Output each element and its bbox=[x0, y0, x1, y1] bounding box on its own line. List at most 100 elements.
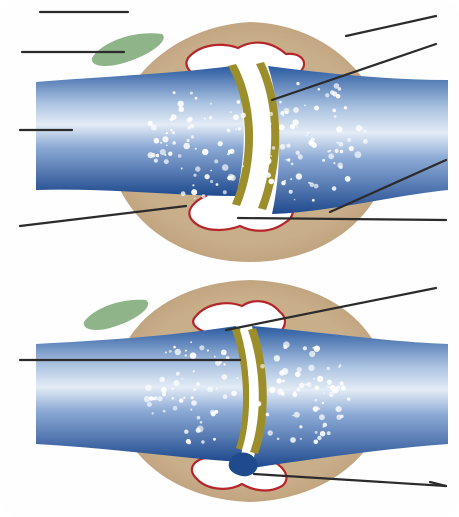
marrow-speck bbox=[337, 142, 339, 144]
lower-right-bone bbox=[252, 326, 448, 468]
marrow-speck bbox=[173, 91, 176, 94]
marrow-speck bbox=[192, 184, 194, 186]
marrow-speck bbox=[236, 377, 238, 379]
lower-joint-panel bbox=[20, 280, 448, 502]
marrow-speck bbox=[317, 376, 323, 382]
marrow-speck bbox=[313, 378, 315, 380]
marrow-speck bbox=[250, 379, 253, 382]
marrow-speck bbox=[269, 123, 271, 125]
marrow-speck bbox=[327, 380, 332, 385]
marrow-speck bbox=[156, 154, 159, 157]
marrow-speck bbox=[315, 431, 318, 434]
marrow-speck bbox=[210, 410, 215, 415]
marrow-speck bbox=[181, 191, 186, 196]
marrow-speck bbox=[277, 378, 282, 383]
marrow-speck bbox=[269, 387, 275, 393]
marrow-speck bbox=[172, 141, 176, 145]
marrow-speck bbox=[347, 138, 351, 142]
marrow-speck bbox=[327, 367, 330, 370]
marrow-speck bbox=[256, 128, 258, 130]
marrow-speck bbox=[168, 152, 172, 156]
marrow-speck bbox=[187, 441, 191, 445]
marrow-speck bbox=[190, 92, 193, 95]
marrow-speck bbox=[266, 413, 270, 417]
marrow-speck bbox=[335, 149, 339, 153]
marrow-speck bbox=[339, 142, 344, 147]
marrow-speck bbox=[152, 412, 154, 414]
marrow-speck bbox=[170, 129, 172, 131]
marrow-speck bbox=[292, 119, 298, 125]
marrow-speck bbox=[340, 382, 344, 386]
marrow-speck bbox=[329, 150, 331, 152]
marrow-speck bbox=[183, 143, 190, 150]
marrow-speck bbox=[313, 138, 315, 140]
marrow-speck bbox=[347, 398, 350, 401]
marrow-speck bbox=[330, 395, 332, 397]
marrow-speck bbox=[210, 103, 212, 105]
marrow-speck bbox=[332, 91, 337, 96]
marrow-speck bbox=[327, 386, 329, 388]
marrow-speck bbox=[334, 115, 337, 118]
marrow-speck bbox=[165, 352, 167, 354]
marrow-speck bbox=[238, 127, 241, 130]
marrow-speck bbox=[187, 139, 190, 142]
marrow-speck bbox=[325, 93, 329, 97]
marrow-speck bbox=[307, 132, 309, 134]
upper-leader-line-5 bbox=[346, 16, 436, 36]
marrow-speck bbox=[322, 159, 325, 162]
marrow-speck bbox=[336, 406, 342, 412]
upper-fat-pad bbox=[92, 33, 164, 66]
marrow-speck bbox=[289, 190, 293, 194]
marrow-speck bbox=[290, 437, 296, 443]
marrow-speck bbox=[319, 414, 325, 420]
marrow-speck bbox=[223, 363, 225, 365]
marrow-speck bbox=[223, 190, 227, 194]
marrow-speck bbox=[363, 139, 368, 144]
marrow-speck bbox=[286, 144, 290, 148]
marrow-speck bbox=[242, 165, 244, 167]
marrow-speck bbox=[256, 401, 262, 407]
marrow-speck bbox=[305, 383, 307, 385]
marrow-speck bbox=[296, 126, 298, 128]
marrow-speck bbox=[297, 367, 302, 372]
marrow-speck bbox=[183, 397, 185, 399]
marrow-speck bbox=[274, 355, 280, 361]
marrow-speck bbox=[191, 135, 194, 138]
marrow-speck bbox=[161, 387, 167, 393]
marrow-speck bbox=[322, 402, 324, 404]
marrow-speck bbox=[166, 132, 168, 134]
marrow-speck bbox=[159, 377, 165, 383]
marrow-speck bbox=[197, 416, 201, 420]
marrow-speck bbox=[277, 438, 280, 441]
marrow-speck bbox=[216, 183, 219, 186]
marrow-speck bbox=[190, 409, 192, 411]
marrow-speck bbox=[173, 380, 179, 386]
marrow-speck bbox=[299, 425, 302, 428]
marrow-speck bbox=[318, 408, 320, 410]
marrow-speck bbox=[337, 386, 341, 390]
marrow-speck bbox=[186, 118, 191, 123]
marrow-speck bbox=[175, 349, 181, 355]
marrow-speck bbox=[292, 415, 294, 417]
marrow-speck bbox=[298, 154, 303, 159]
marrow-speck bbox=[193, 388, 196, 391]
marrow-speck bbox=[300, 438, 302, 440]
marrow-speck bbox=[340, 415, 343, 418]
marrow-speck bbox=[210, 180, 213, 183]
marrow-speck bbox=[281, 181, 286, 186]
marrow-speck bbox=[214, 356, 216, 358]
marrow-speck bbox=[191, 400, 197, 406]
marrow-speck bbox=[227, 176, 232, 181]
marrow-speck bbox=[306, 382, 311, 387]
marrow-speck bbox=[294, 199, 296, 201]
marrow-speck bbox=[169, 350, 172, 353]
marrow-speck bbox=[323, 392, 325, 394]
marrow-speck bbox=[223, 394, 228, 399]
marrow-speck bbox=[345, 176, 351, 182]
marrow-speck bbox=[344, 106, 347, 109]
marrow-speck bbox=[227, 129, 231, 133]
lower-fat-pad bbox=[84, 300, 148, 330]
marrow-speck bbox=[179, 107, 185, 113]
marrow-speck bbox=[195, 97, 198, 100]
